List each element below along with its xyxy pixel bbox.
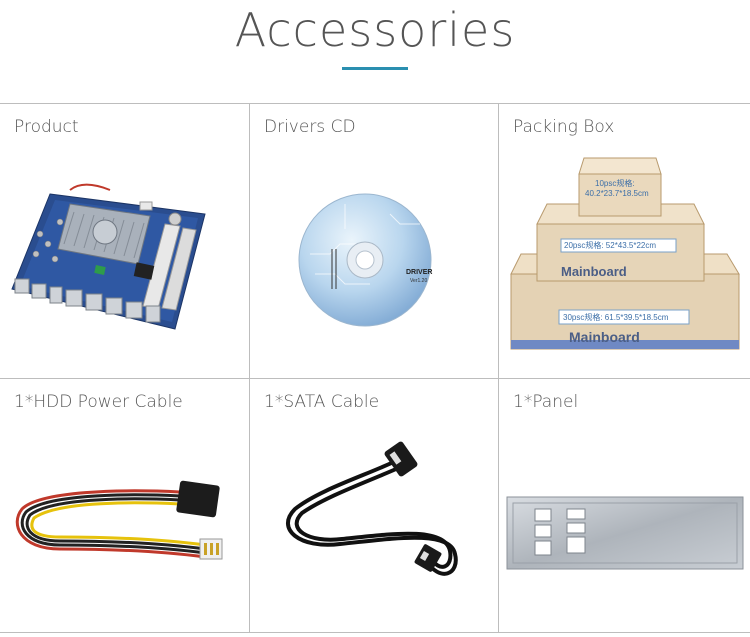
disc-version: Ver1.20 bbox=[410, 278, 427, 284]
box-small-spec: 10psc规格: bbox=[595, 178, 635, 188]
accessory-io-panel: 1*Panel bbox=[499, 379, 750, 633]
driver-cd-icon: DRIVER Ver1.20 bbox=[298, 193, 432, 327]
accessory-label: Packing Box bbox=[513, 117, 615, 137]
box-medium-spec: 20psc规格: 52*43.5*22cm bbox=[564, 240, 656, 250]
accessory-hdd-power-cable: 1*HDD Power Cable bbox=[0, 379, 250, 633]
accessory-label: 1*SATA Cable bbox=[264, 392, 380, 412]
sata-cable-icon bbox=[286, 441, 458, 576]
accessory-label: Drivers CD bbox=[264, 117, 356, 137]
box-medium-brand: Mainboard bbox=[561, 264, 627, 279]
accessory-sata-cable: 1*SATA Cable bbox=[250, 379, 499, 633]
accessory-product: Product bbox=[0, 104, 250, 379]
accessory-packing-box: Packing Box 30psc规格: 61.5*39.5*18.5cm Ma… bbox=[499, 104, 750, 379]
io-panel-icon bbox=[506, 496, 744, 570]
title-underline bbox=[342, 67, 408, 70]
box-small-dims: 40.2*23.7*18.5cm bbox=[585, 189, 649, 198]
hdd-power-cable-icon bbox=[15, 480, 223, 560]
mainboard-icon bbox=[11, 183, 206, 330]
packing-box-icon: 30psc规格: 61.5*39.5*18.5cm Mainboard 20ps… bbox=[510, 157, 740, 350]
box-large-brand: Mainboard bbox=[569, 329, 640, 345]
accessories-grid: Product bbox=[0, 103, 750, 633]
accessory-label: 1*HDD Power Cable bbox=[14, 392, 183, 412]
box-large-spec: 30psc规格: 61.5*39.5*18.5cm bbox=[563, 312, 669, 322]
accessory-drivers-cd: Drivers CD DRIVER Ver1.2 bbox=[250, 104, 499, 379]
accessory-label: 1*Panel bbox=[513, 392, 579, 412]
disc-title: DRIVER bbox=[406, 269, 432, 276]
page-title: Accessories bbox=[234, 3, 516, 57]
accessory-label: Product bbox=[14, 117, 79, 137]
